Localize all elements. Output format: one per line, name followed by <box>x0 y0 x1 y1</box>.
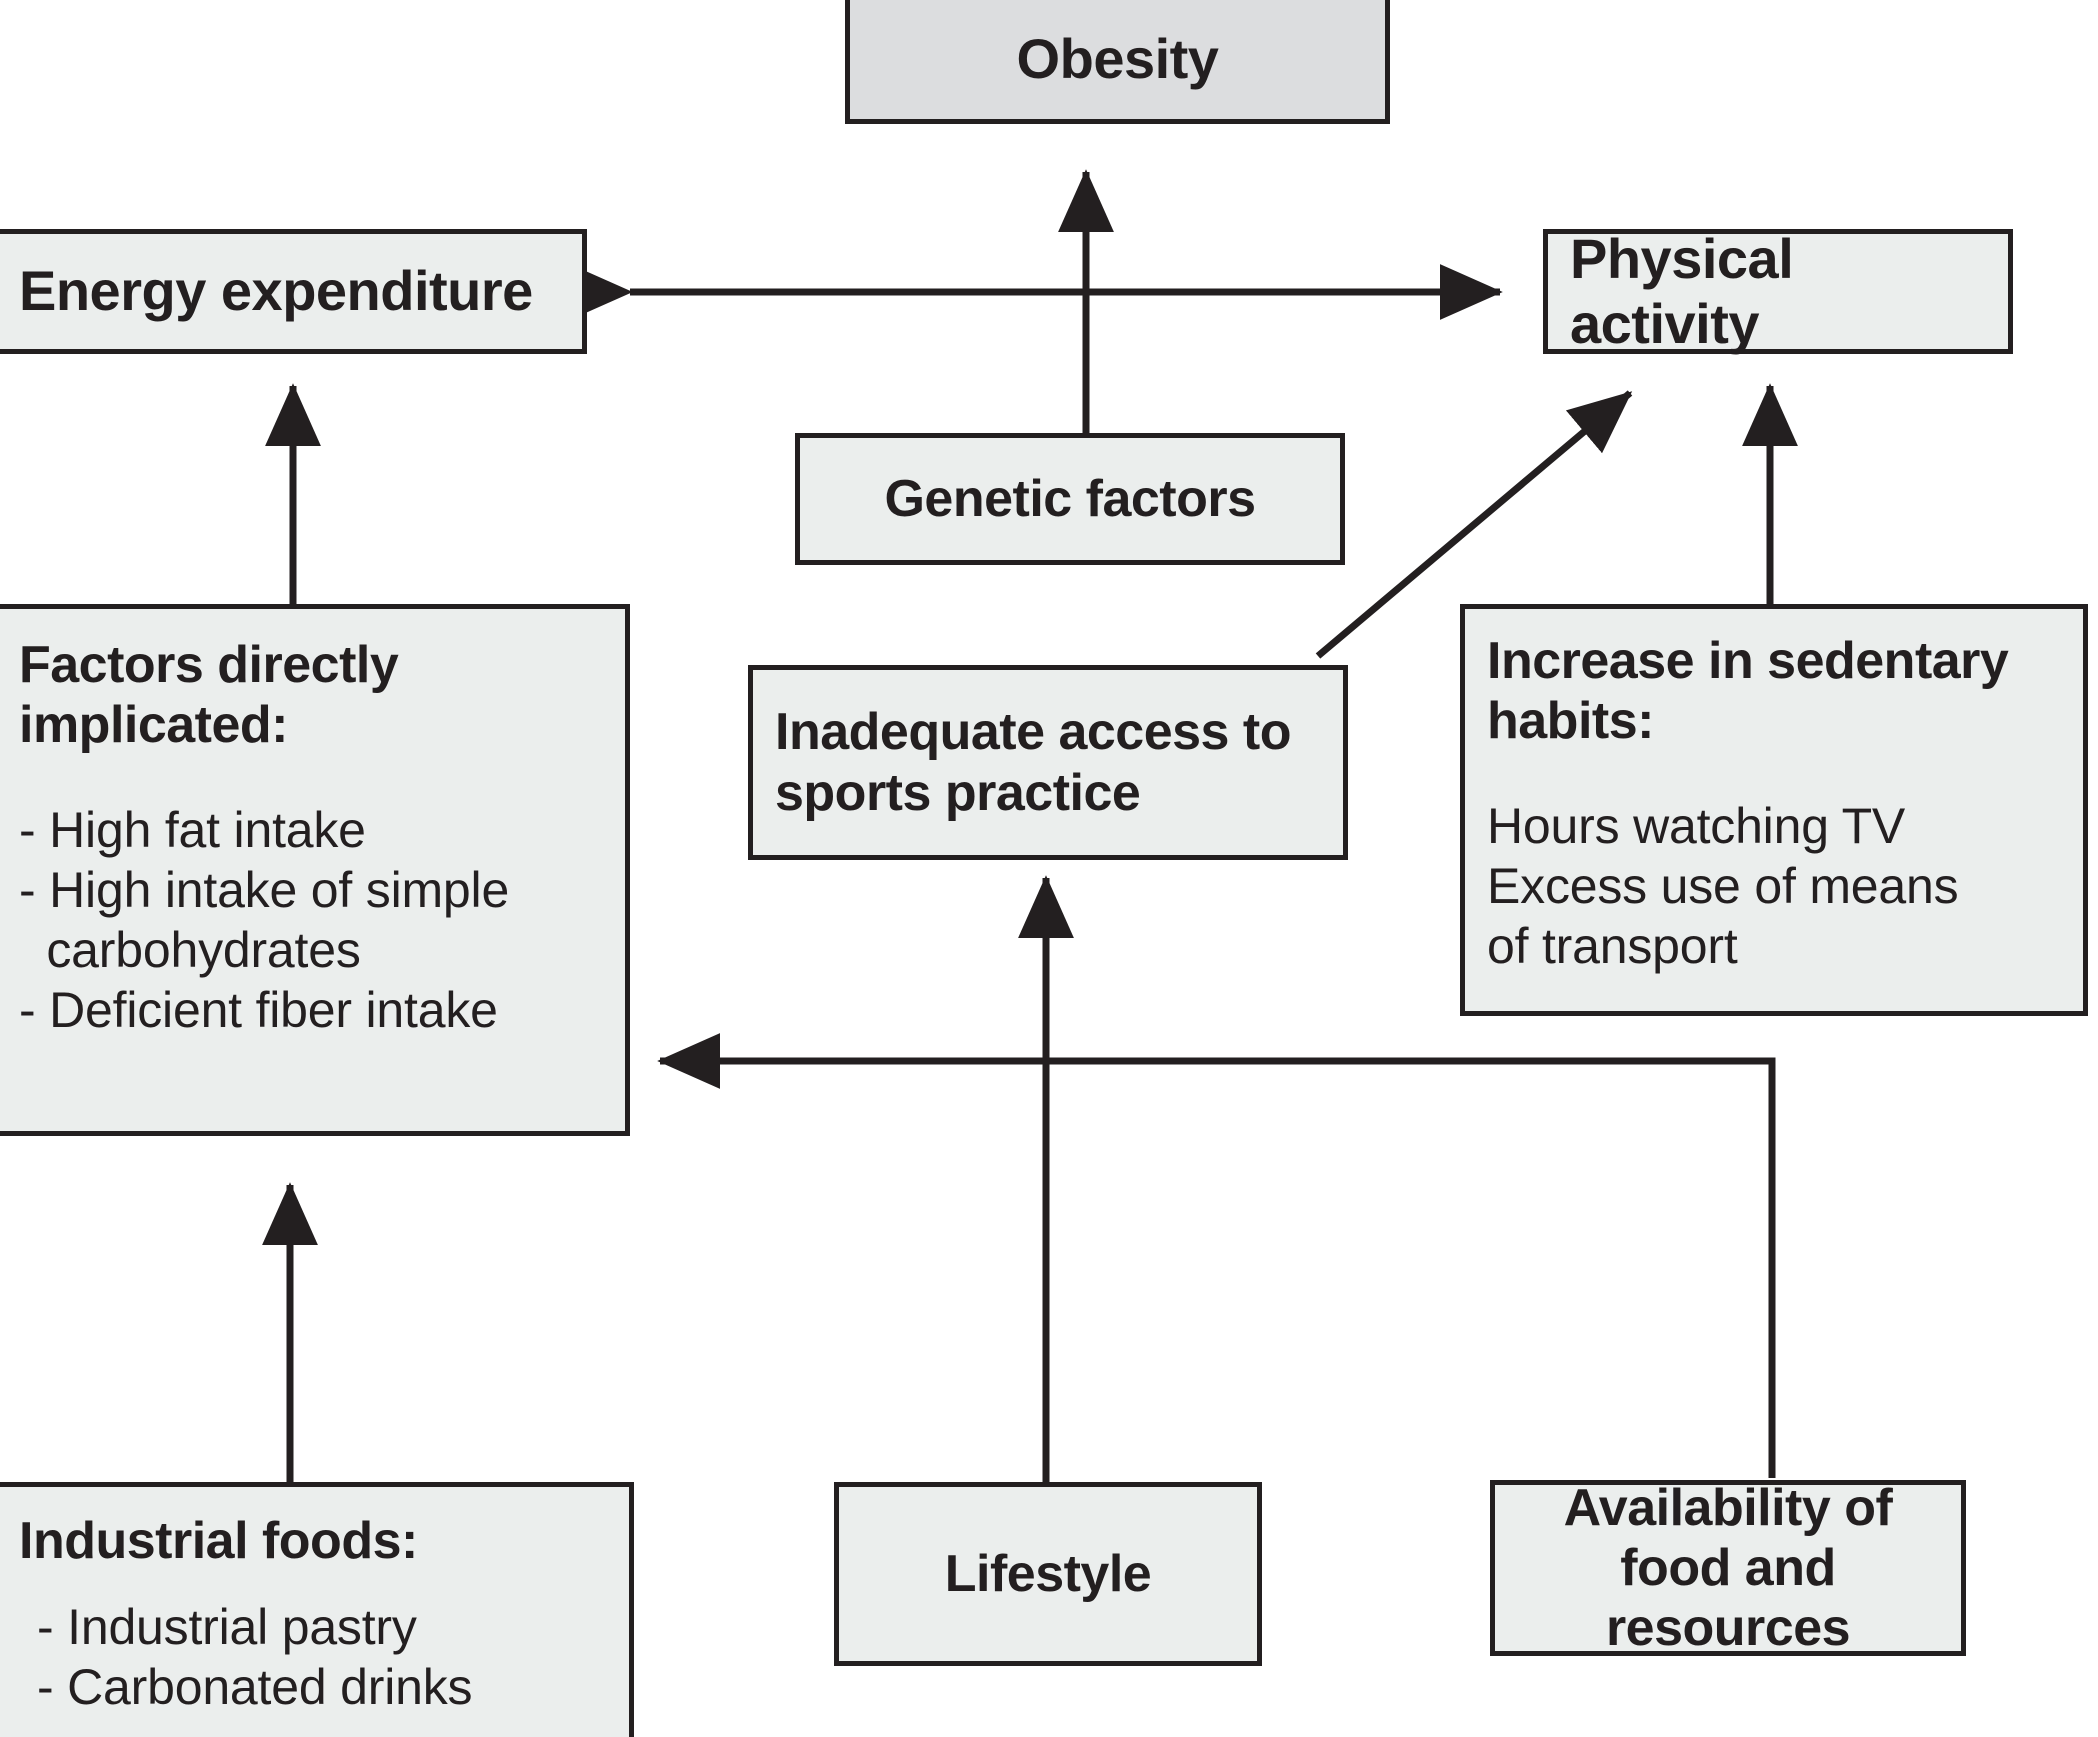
node-availability-label: Availability of food and resources <box>1563 1478 1893 1658</box>
node-energy-expenditure[interactable]: Energy expenditure <box>0 229 587 354</box>
node-industrial-foods-item-0: - Industrial pastry <box>37 1599 417 1656</box>
node-inadequate-access[interactable]: Inadequate access to sports practice <box>748 665 1348 860</box>
node-physical-activity[interactable]: Physical activity <box>1543 226 2013 355</box>
spacer <box>19 1571 615 1597</box>
node-obesity[interactable]: Obesity <box>845 0 1390 124</box>
node-sedentary-item-1: Excess use of means <box>1487 857 1959 914</box>
node-factors-item-2: carbohydrates <box>19 921 361 978</box>
spacer <box>1487 752 2069 796</box>
node-industrial-foods-item-1: - Carbonated drinks <box>37 1659 473 1716</box>
node-energy-expenditure-label: Energy expenditure <box>19 259 533 323</box>
node-factors-heading: Factors directly implicated: <box>19 636 399 755</box>
node-genetic-factors-label: Genetic factors <box>884 469 1256 528</box>
node-factors-directly-implicated[interactable]: Factors directly implicated: - High fat … <box>0 604 630 1136</box>
node-sedentary-item-2: of transport <box>1487 917 1738 974</box>
node-genetic-factors[interactable]: Genetic factors <box>795 433 1345 565</box>
node-sedentary-item-0: Hours watching TV <box>1487 797 1906 854</box>
node-inadequate-access-label: Inadequate access to sports practice <box>775 703 1292 822</box>
node-factors-item-0: - High fat intake <box>19 801 366 858</box>
node-availability[interactable]: Availability of food and resources <box>1490 1478 1966 1658</box>
node-lifestyle-label: Lifestyle <box>944 1544 1152 1603</box>
node-sedentary-habits[interactable]: Increase in sedentary habits: Hours watc… <box>1460 604 2088 1016</box>
node-obesity-label: Obesity <box>1016 26 1219 90</box>
edge-availability-to-factors <box>657 1033 1776 1478</box>
node-factors-item-1: - High intake of simple <box>19 861 510 918</box>
node-physical-activity-label: Physical activity <box>1570 226 1794 355</box>
spacer <box>19 756 611 800</box>
node-lifestyle[interactable]: Lifestyle <box>834 1482 1262 1666</box>
node-industrial-foods[interactable]: Industrial foods: - Industrial pastry - … <box>0 1482 634 1737</box>
node-sedentary-heading: Increase in sedentary habits: <box>1487 632 2009 751</box>
node-industrial-foods-heading: Industrial foods: <box>19 1512 418 1570</box>
node-factors-item-3: - Deficient fiber intake <box>19 981 498 1038</box>
